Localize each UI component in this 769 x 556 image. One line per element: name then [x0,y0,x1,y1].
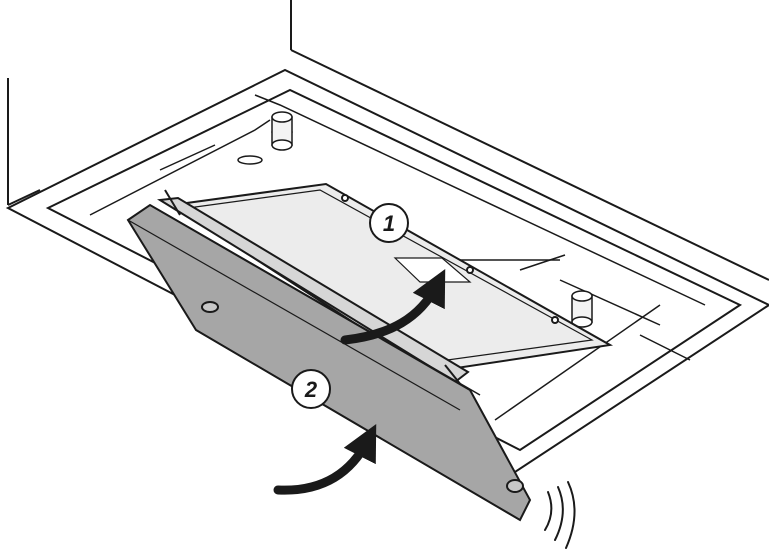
bolt-left [237,111,293,165]
callout-1-number: 1 [383,211,395,236]
bolt-right [571,290,593,328]
hinge-rail [157,189,470,391]
callout-2-number: 2 [304,377,318,402]
sound-waves-icon [544,481,576,549]
recess-interior [89,94,706,421]
room-corner-lines [7,0,769,281]
callout-2: 2 [291,369,331,409]
curved-arrow-icon [273,423,377,495]
callout-1: 1 [369,203,409,243]
curved-arrow-icon [340,269,446,345]
